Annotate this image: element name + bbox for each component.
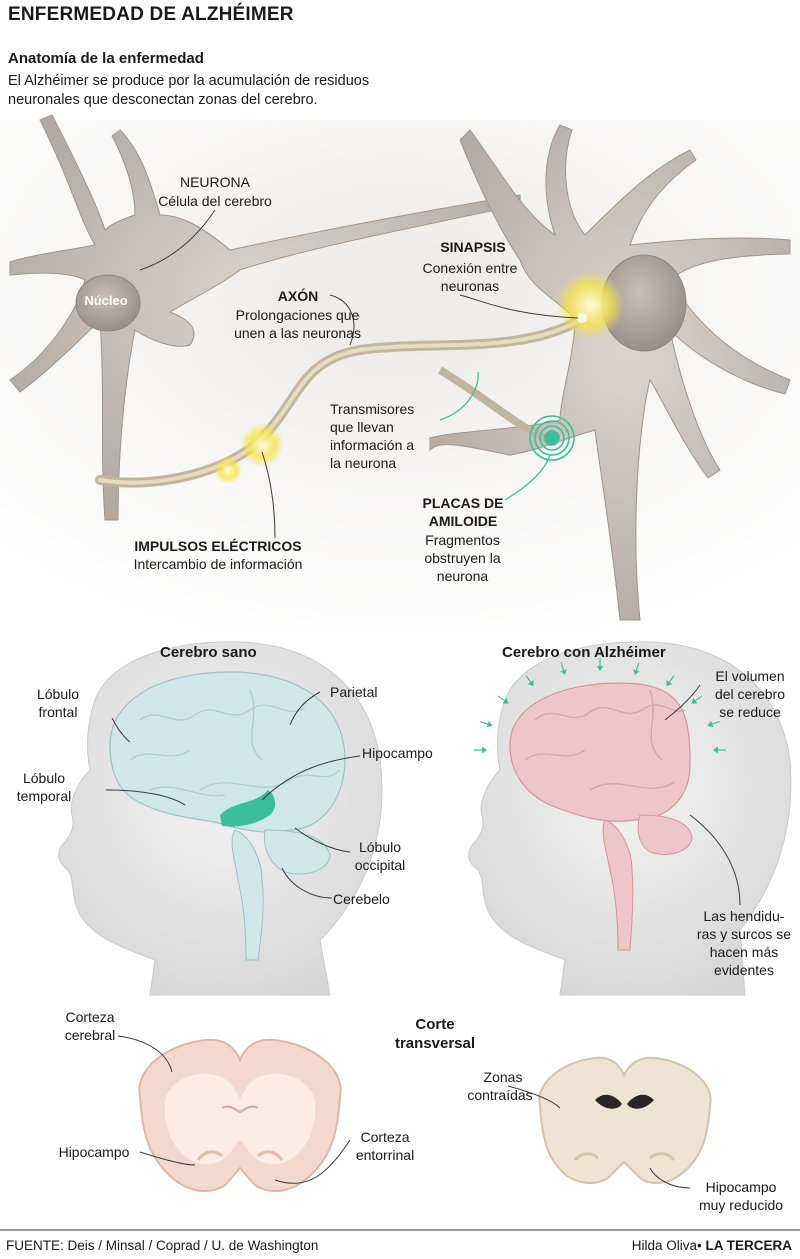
label-corteza-entorrinal-2: entorrinal: [355, 1147, 415, 1163]
label-volumen-3: se reduce: [719, 704, 781, 720]
label-placas-1: PLACAS DE: [422, 495, 504, 511]
amyloid-plaque: [529, 415, 575, 461]
label-corteza-entorrinal-1: Corteza: [360, 1129, 410, 1145]
author-name: Hilda Oliva: [631, 1238, 698, 1253]
label-hendiduras-4: evidentes: [714, 962, 774, 978]
label-corteza-cerebral-2: cerebral: [64, 1027, 116, 1043]
intro-text: El Alzhéimer se produce por la acumulaci…: [8, 73, 370, 108]
label-temporal-1: Lóbulo: [22, 770, 66, 786]
label-volumen-2: del cerebro: [714, 686, 786, 702]
label-hendiduras-1: Las hendidu-: [703, 908, 785, 924]
shrink-arrow-head: [666, 680, 673, 687]
label-axon-desc-2: unen a las neuronas: [234, 325, 361, 341]
shrink-arrow-head: [712, 746, 718, 754]
label-hipocampo-reducido-1: Hipocampo: [705, 1179, 777, 1195]
label-temporal-2: temporal: [16, 788, 72, 804]
label-placas-desc-2: obstruyen la: [424, 550, 501, 566]
label-corte-2: transversal: [394, 1035, 476, 1052]
label-occipital-2: occipital: [354, 857, 406, 873]
shrink-arrow-head: [502, 697, 509, 704]
label-nucleo: Núcleo: [84, 293, 128, 308]
shrink-arrow-head: [596, 666, 604, 672]
electric-impulse: [240, 423, 284, 467]
label-hipocampo-section: Hipocampo: [58, 1144, 130, 1160]
hippocampus: [220, 790, 276, 827]
alz-brain: [509, 682, 693, 951]
label-transmisores-1: Transmisores: [330, 401, 415, 417]
label-transmisores-2: que llevan: [330, 419, 394, 435]
source-footer: FUENTE: Deis / Minsal / Coprad / U. de W…: [6, 1238, 319, 1253]
label-impulsos-desc: Intercambio de información: [133, 556, 303, 572]
shrink-arrow-head: [707, 720, 714, 728]
synapse-glow: [556, 271, 624, 339]
page-title: ENFERMEDAD DE ALZHÉIMER: [8, 4, 294, 25]
label-volumen-1: El volumen: [715, 668, 785, 684]
label-sinapsis-desc-2: neuronas: [440, 278, 500, 294]
label-corte-1: Corte: [415, 1016, 455, 1033]
label-frontal-2: frontal: [38, 704, 78, 720]
credit-footer: Hilda Oliva• LA TERCERA: [631, 1238, 793, 1253]
section-subtitle: Anatomía de la enfermedad: [8, 50, 204, 67]
shrink-arrow-head: [527, 680, 534, 687]
label-neurona-desc: Célula del cerebro: [158, 193, 272, 209]
header-alz: Cerebro con Alzhéimer: [502, 644, 666, 661]
shrink-arrow-head: [691, 697, 698, 704]
label-frontal-1: Lóbulo: [36, 686, 80, 702]
label-axon-desc-1: Prolongaciones que: [235, 307, 360, 323]
label-sinapsis: SINAPSIS: [440, 239, 506, 255]
label-axon: AXÓN: [277, 288, 319, 304]
label-occipital-1: Lóbulo: [358, 839, 402, 855]
label-placas-desc-1: Fragmentos: [425, 532, 500, 548]
shrink-arrow-head: [486, 720, 493, 728]
label-corteza-cerebral-1: Corteza: [65, 1009, 115, 1025]
label-zonas-1: Zonas: [483, 1069, 523, 1085]
label-placas-2: AMILOIDE: [428, 513, 498, 529]
label-sinapsis-desc-1: Conexión entre: [422, 260, 518, 276]
left-neuron: [9, 114, 521, 521]
label-hendiduras-2: ras y surcos se: [696, 926, 792, 942]
label-parietal: Parietal: [330, 684, 378, 700]
alz-cross-section: [538, 1056, 712, 1184]
label-hendiduras-3: hacen más: [709, 944, 779, 960]
publication-brand: LA TERCERA: [705, 1238, 793, 1253]
label-hipocampo-healthy: Hipocampo: [362, 745, 433, 761]
label-neurona: NEURONA: [179, 174, 250, 190]
label-hipocampo-reducido-2: muy reducido: [698, 1197, 784, 1213]
shrink-arrow-head: [560, 669, 567, 675]
label-cerebelo: Cerebelo: [333, 891, 390, 907]
label-placas-desc-3: neurona: [436, 568, 489, 584]
shrink-arrow-head: [482, 746, 488, 754]
label-zonas-2: contraídas: [467, 1087, 533, 1103]
label-transmisores-3: información a: [330, 437, 415, 453]
label-impulsos: IMPULSOS ELÉCTRICOS: [134, 538, 302, 554]
healthy-brain: [109, 671, 346, 961]
shrink-arrow-head: [633, 669, 640, 675]
label-transmisores-4: la neurona: [330, 455, 397, 471]
header-healthy: Cerebro sano: [160, 644, 257, 661]
healthy-cross-section: [138, 1038, 342, 1192]
shrink-arrows: [474, 658, 726, 754]
